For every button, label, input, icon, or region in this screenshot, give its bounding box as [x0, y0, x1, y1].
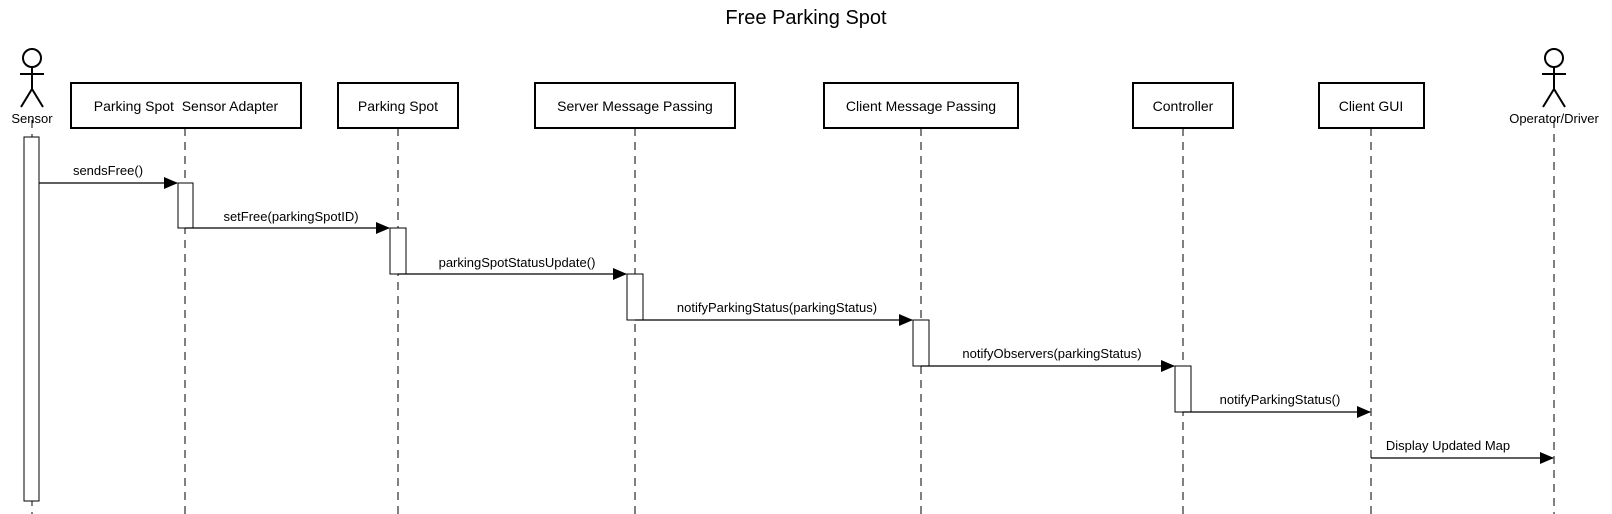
activation-controller — [1174, 365, 1192, 413]
message-label-setfree: setFree(parkingSpotID) — [223, 209, 358, 224]
actor-operator-label: Operator/Driver — [1509, 111, 1599, 126]
participant-controller-label: Controller — [1153, 98, 1214, 114]
participant-client-label: Client Message Passing — [846, 98, 996, 114]
diagram-title: Free Parking Spot — [725, 7, 887, 29]
participant-server-label: Server Message Passing — [557, 98, 713, 114]
participant-parking-spot-label: Parking Spot — [358, 98, 438, 114]
message-label-status-update: parkingSpotStatusUpdate() — [439, 255, 596, 270]
message-label-display-map: Display Updated Map — [1386, 438, 1510, 453]
activation-client — [912, 319, 930, 367]
participant-controller-box — [1132, 82, 1234, 129]
message-label-sendsfree: sendsFree() — [73, 163, 143, 178]
participant-parking-spot-box — [337, 82, 459, 129]
message-label-notify-parking-status-2: notifyParkingStatus() — [1220, 392, 1341, 407]
message-label-notify-observers: notifyObservers(parkingStatus) — [962, 346, 1141, 361]
participant-client-gui-box — [1318, 82, 1425, 129]
activation-sensor — [23, 136, 40, 502]
activation-adapter — [177, 182, 194, 229]
participant-server-box — [534, 82, 736, 129]
actor-sensor-label: Sensor — [11, 111, 53, 126]
actor-sensor-figure — [20, 48, 44, 108]
message-label-notify-parking-status-1: notifyParkingStatus(parkingStatus) — [677, 300, 877, 315]
participant-adapter-box — [70, 82, 302, 129]
participant-client-gui-label: Client GUI — [1339, 98, 1404, 114]
participant-client-box — [823, 82, 1019, 129]
actor-operator-figure — [1542, 48, 1566, 108]
participant-adapter-label: Parking Spot Sensor Adapter — [94, 98, 279, 114]
activation-server — [626, 273, 644, 321]
activation-parking-spot — [389, 227, 407, 275]
